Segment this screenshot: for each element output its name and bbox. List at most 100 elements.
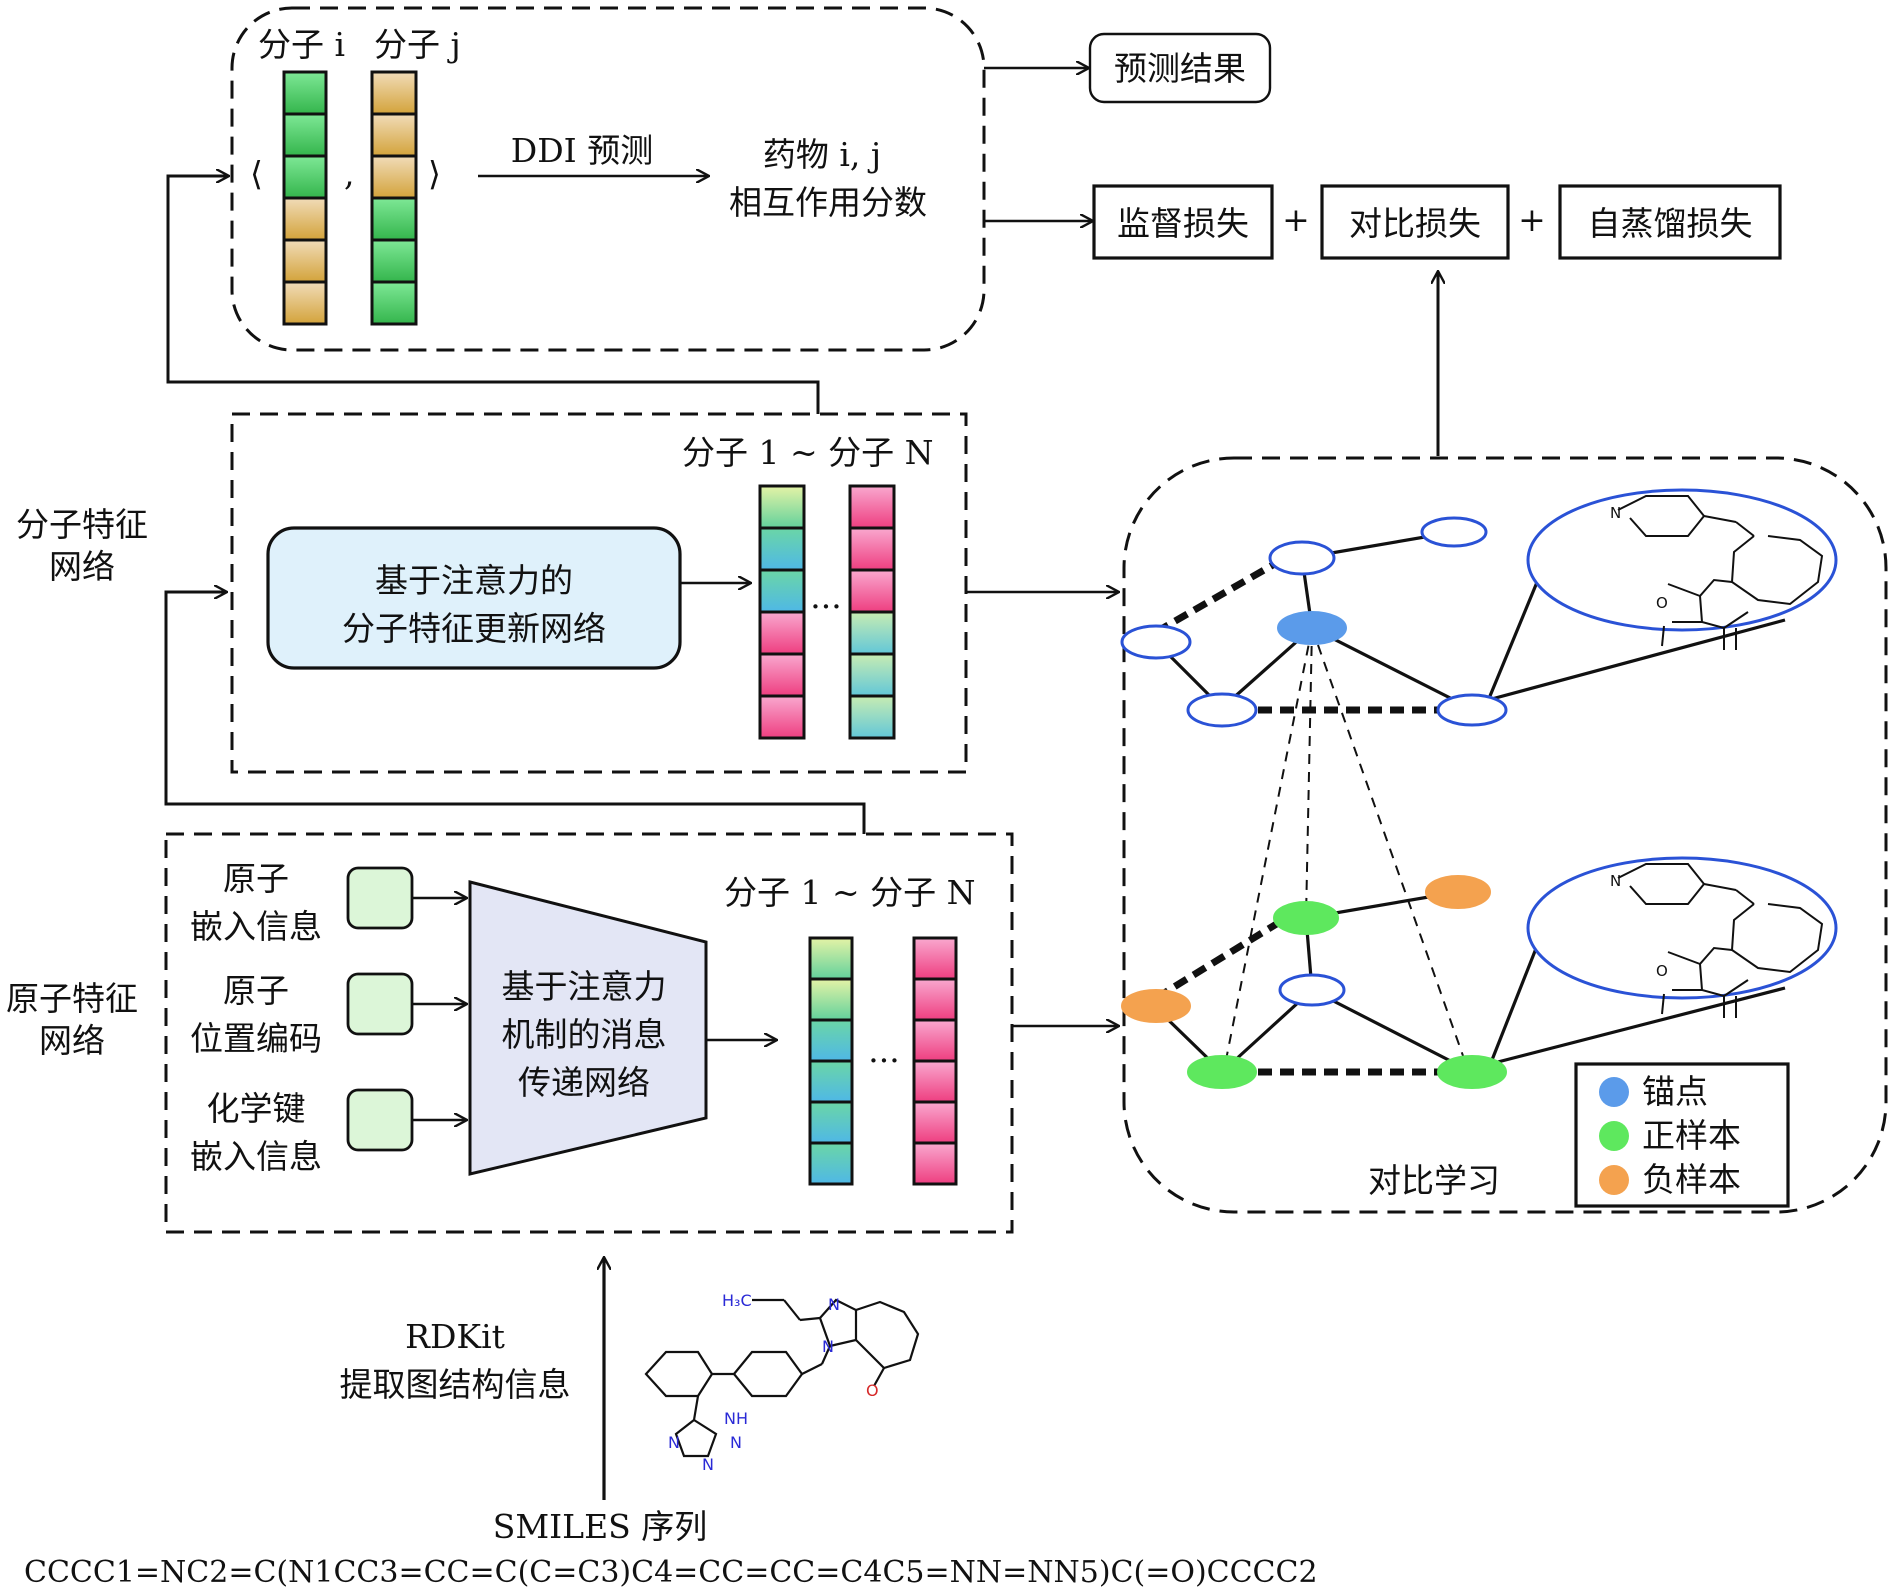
- input1-line1: 原子: [223, 859, 289, 898]
- contrastive-title: 对比学习: [1368, 1161, 1500, 1200]
- chem-n4: N: [702, 1455, 714, 1474]
- neg-edge-l1: [1154, 909, 1298, 1001]
- atom-embedding-input: [346, 866, 414, 930]
- vec-aN-cell-5: [912, 1141, 958, 1186]
- rdkit-section: RDKit 提取图结构信息 H₃C N N O NH N N N SMILES …: [24, 1258, 1318, 1589]
- neg-edge-u1: [1154, 550, 1294, 636]
- vec-mN-cell-4: [848, 652, 896, 698]
- ddi-prediction-module: 分子 i 分子 j ⟨ , ⟩ DDI 预测 药物 i, j 相互作用分数: [230, 6, 986, 352]
- vec-m1-cell-4: [758, 652, 806, 698]
- node-l-c: [1278, 973, 1346, 1007]
- negative-node-1: [1425, 875, 1491, 909]
- vec-i-cell-2: [282, 154, 328, 200]
- mol-net-range-label: 分子 1 ~ 分子 N: [682, 433, 933, 472]
- molecule-j-vector: [370, 70, 418, 326]
- mol-net-side-label-1: 分子特征: [16, 505, 148, 544]
- contrastive-loss-label: 对比损失: [1349, 204, 1481, 243]
- vec-mN-cell-1: [848, 526, 896, 572]
- molecule-sketch-upper: [1617, 495, 1824, 650]
- zoom-line-l1: [1489, 986, 1786, 1066]
- chem-o: O: [866, 1381, 879, 1400]
- node-u-e: [1436, 693, 1508, 727]
- positive-node-1: [1273, 901, 1339, 935]
- molecule-1-vector: [758, 484, 806, 740]
- bracket-left: ⟨: [250, 154, 263, 193]
- supervised-loss-label: 监督损失: [1117, 204, 1249, 243]
- vec-m1-cell-5: [758, 694, 806, 740]
- vec-a1-cell-1: [808, 977, 854, 1022]
- input2-line2: 位置编码: [190, 1019, 322, 1058]
- contrastive-dashed-frame: [1122, 456, 1888, 1214]
- chem-n1: N: [828, 1295, 840, 1314]
- bracket-right: ⟩: [428, 154, 441, 193]
- vec-mN-cell-5: [848, 694, 896, 740]
- edge-l4: [1311, 988, 1473, 1074]
- legend-label-positive: 正样本: [1642, 1116, 1741, 1155]
- vec-a1-cell-3: [808, 1059, 854, 1104]
- vec-mN-cell-2: [848, 568, 896, 614]
- rdkit-line2: 提取图结构信息: [340, 1365, 571, 1404]
- legend: 锚点 正样本 负样本: [1574, 1062, 1790, 1208]
- vec-a1-cell-4: [808, 1100, 854, 1145]
- molecule-i-vector: [282, 70, 328, 326]
- legend-label-negative: 负样本: [1642, 1160, 1741, 1199]
- legend-swatch-anchor: [1599, 1077, 1629, 1107]
- feedback-connectors: [164, 176, 1438, 834]
- mol-i-label: 分子 i: [258, 25, 345, 64]
- prediction-label: 预测结果: [1114, 49, 1246, 88]
- prediction-box: [1088, 32, 1272, 104]
- atom-net-dashed-frame: [164, 832, 1014, 1234]
- cross-link-2: [1305, 627, 1313, 919]
- vec-aN-cell-1: [912, 977, 958, 1022]
- vec-a1-cell-5: [808, 1141, 854, 1186]
- vec-i-cell-1: [282, 112, 328, 158]
- chem-n2: N: [822, 1337, 834, 1356]
- input-molecule-structure: [644, 1298, 920, 1458]
- plus-1: +: [1282, 200, 1310, 239]
- zoom-lower-n: N: [1610, 872, 1621, 890]
- rdkit-line1: RDKit: [405, 1317, 505, 1356]
- node-u-d: [1186, 692, 1258, 728]
- self-distill-loss-box: [1558, 184, 1782, 260]
- vec-mN-cell-3: [848, 610, 896, 656]
- trap-line1: 基于注意力: [502, 967, 667, 1006]
- anchor-node: [1277, 611, 1347, 645]
- zoom-molecule-lower: [1526, 856, 1838, 1000]
- cross-link-1: [1223, 627, 1313, 1071]
- edge-u4: [1311, 626, 1471, 710]
- vec-aN-cell-0: [912, 936, 958, 981]
- legend-swatch-positive: [1599, 1121, 1629, 1151]
- molecule-to-ddi-connector: [166, 176, 820, 414]
- chem-h3c: H₃C: [722, 1291, 752, 1310]
- vec-aN-cell-4: [912, 1100, 958, 1145]
- smiles-string: CCCC1=NC2=C(N1CC3=CC=C(C=C3)C4=CC=CC=C4C…: [24, 1555, 1318, 1589]
- vec-m1-cell-2: [758, 568, 806, 614]
- mol-ellipsis: ···: [810, 587, 841, 626]
- cross-link-3: [1311, 627, 1469, 1071]
- vec-m1-cell-1: [758, 526, 806, 572]
- node-u-b: [1268, 540, 1336, 576]
- vec-aN-cell-2: [912, 1018, 958, 1063]
- supervised-loss-box: [1092, 184, 1274, 260]
- positive-node-2: [1187, 1055, 1257, 1089]
- molecule-sketch-lower: [1617, 863, 1824, 1018]
- score-line2: 相互作用分数: [729, 183, 927, 222]
- mol-j-label: 分子 j: [374, 25, 461, 64]
- mol-box-line1: 基于注意力的: [375, 561, 573, 600]
- atom-net-side-label-2: 网络: [39, 1021, 105, 1060]
- zoom-upper-o: O: [1656, 594, 1668, 612]
- chem-n5: N: [668, 1433, 680, 1452]
- contrastive-learning-panel: N O: [1120, 456, 1888, 1214]
- atom-net-side-label-1: 原子特征: [6, 979, 138, 1018]
- molecule-feature-network: 分子特征 网络 分子 1 ~ 分子 N 基于注意力的 分子特征更新网络 ···: [16, 412, 1118, 774]
- trap-line2: 机制的消息: [502, 1015, 667, 1054]
- molecule-N-vector: [848, 484, 896, 740]
- vec-aN-cell-3: [912, 1059, 958, 1104]
- zoom-line-u1: [1487, 618, 1786, 702]
- input3-line2: 嵌入信息: [190, 1137, 322, 1176]
- atom-feature-network: 原子特征 网络 原子 嵌入信息 原子 位置编码 化学键 嵌入信息 基于注意力 机…: [6, 832, 1118, 1234]
- node-u-a: [1420, 516, 1488, 548]
- atom-molecule-1-vector: [808, 936, 854, 1186]
- score-line1: 药物 i, j: [763, 135, 881, 174]
